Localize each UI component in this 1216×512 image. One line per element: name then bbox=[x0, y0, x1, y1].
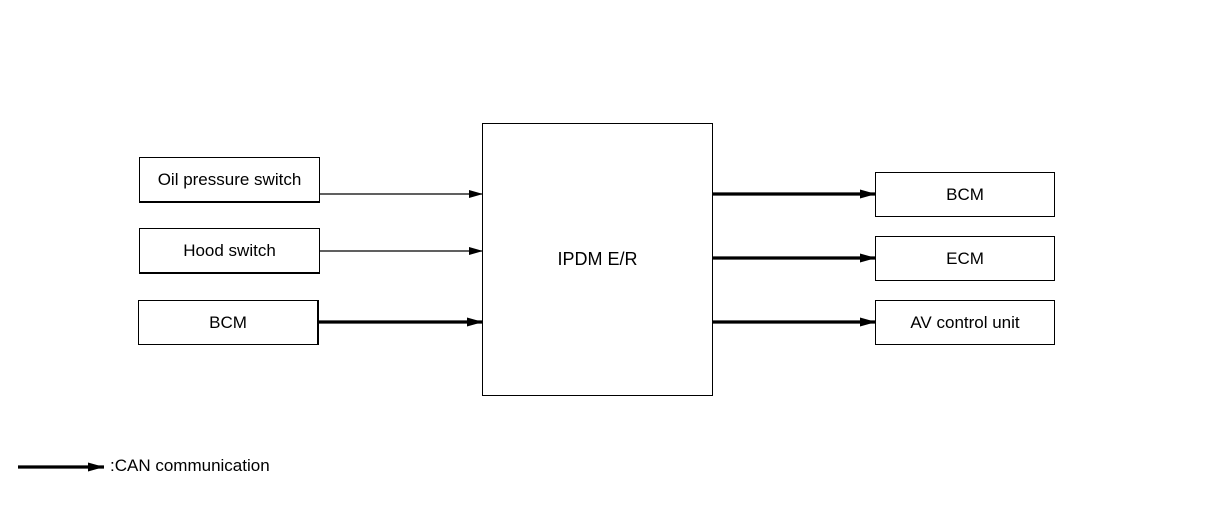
input-label-bcm: BCM bbox=[209, 312, 247, 332]
output-box-ecm: ECM bbox=[875, 236, 1055, 281]
input-label-hood-switch: Hood switch bbox=[183, 240, 276, 260]
center-unit-ipdm-er: IPDM E/R bbox=[482, 123, 713, 396]
output-box-bcm: BCM bbox=[875, 172, 1055, 217]
input-box-bcm: BCM bbox=[138, 300, 319, 345]
output-label-ecm: ECM bbox=[946, 248, 984, 268]
output-box-av-control-unit: AV control unit bbox=[875, 300, 1055, 345]
center-unit-label: IPDM E/R bbox=[557, 249, 638, 269]
input-box-oil-pressure-switch: Oil pressure switch bbox=[139, 157, 320, 203]
input-label-oil-pressure-switch: Oil pressure switch bbox=[157, 169, 302, 189]
output-label-bcm: BCM bbox=[946, 184, 984, 204]
input-box-hood-switch: Hood switch bbox=[139, 228, 320, 274]
legend-can-communication-label: :CAN communication bbox=[110, 456, 270, 475]
output-label-av-control-unit: AV control unit bbox=[910, 312, 1020, 332]
